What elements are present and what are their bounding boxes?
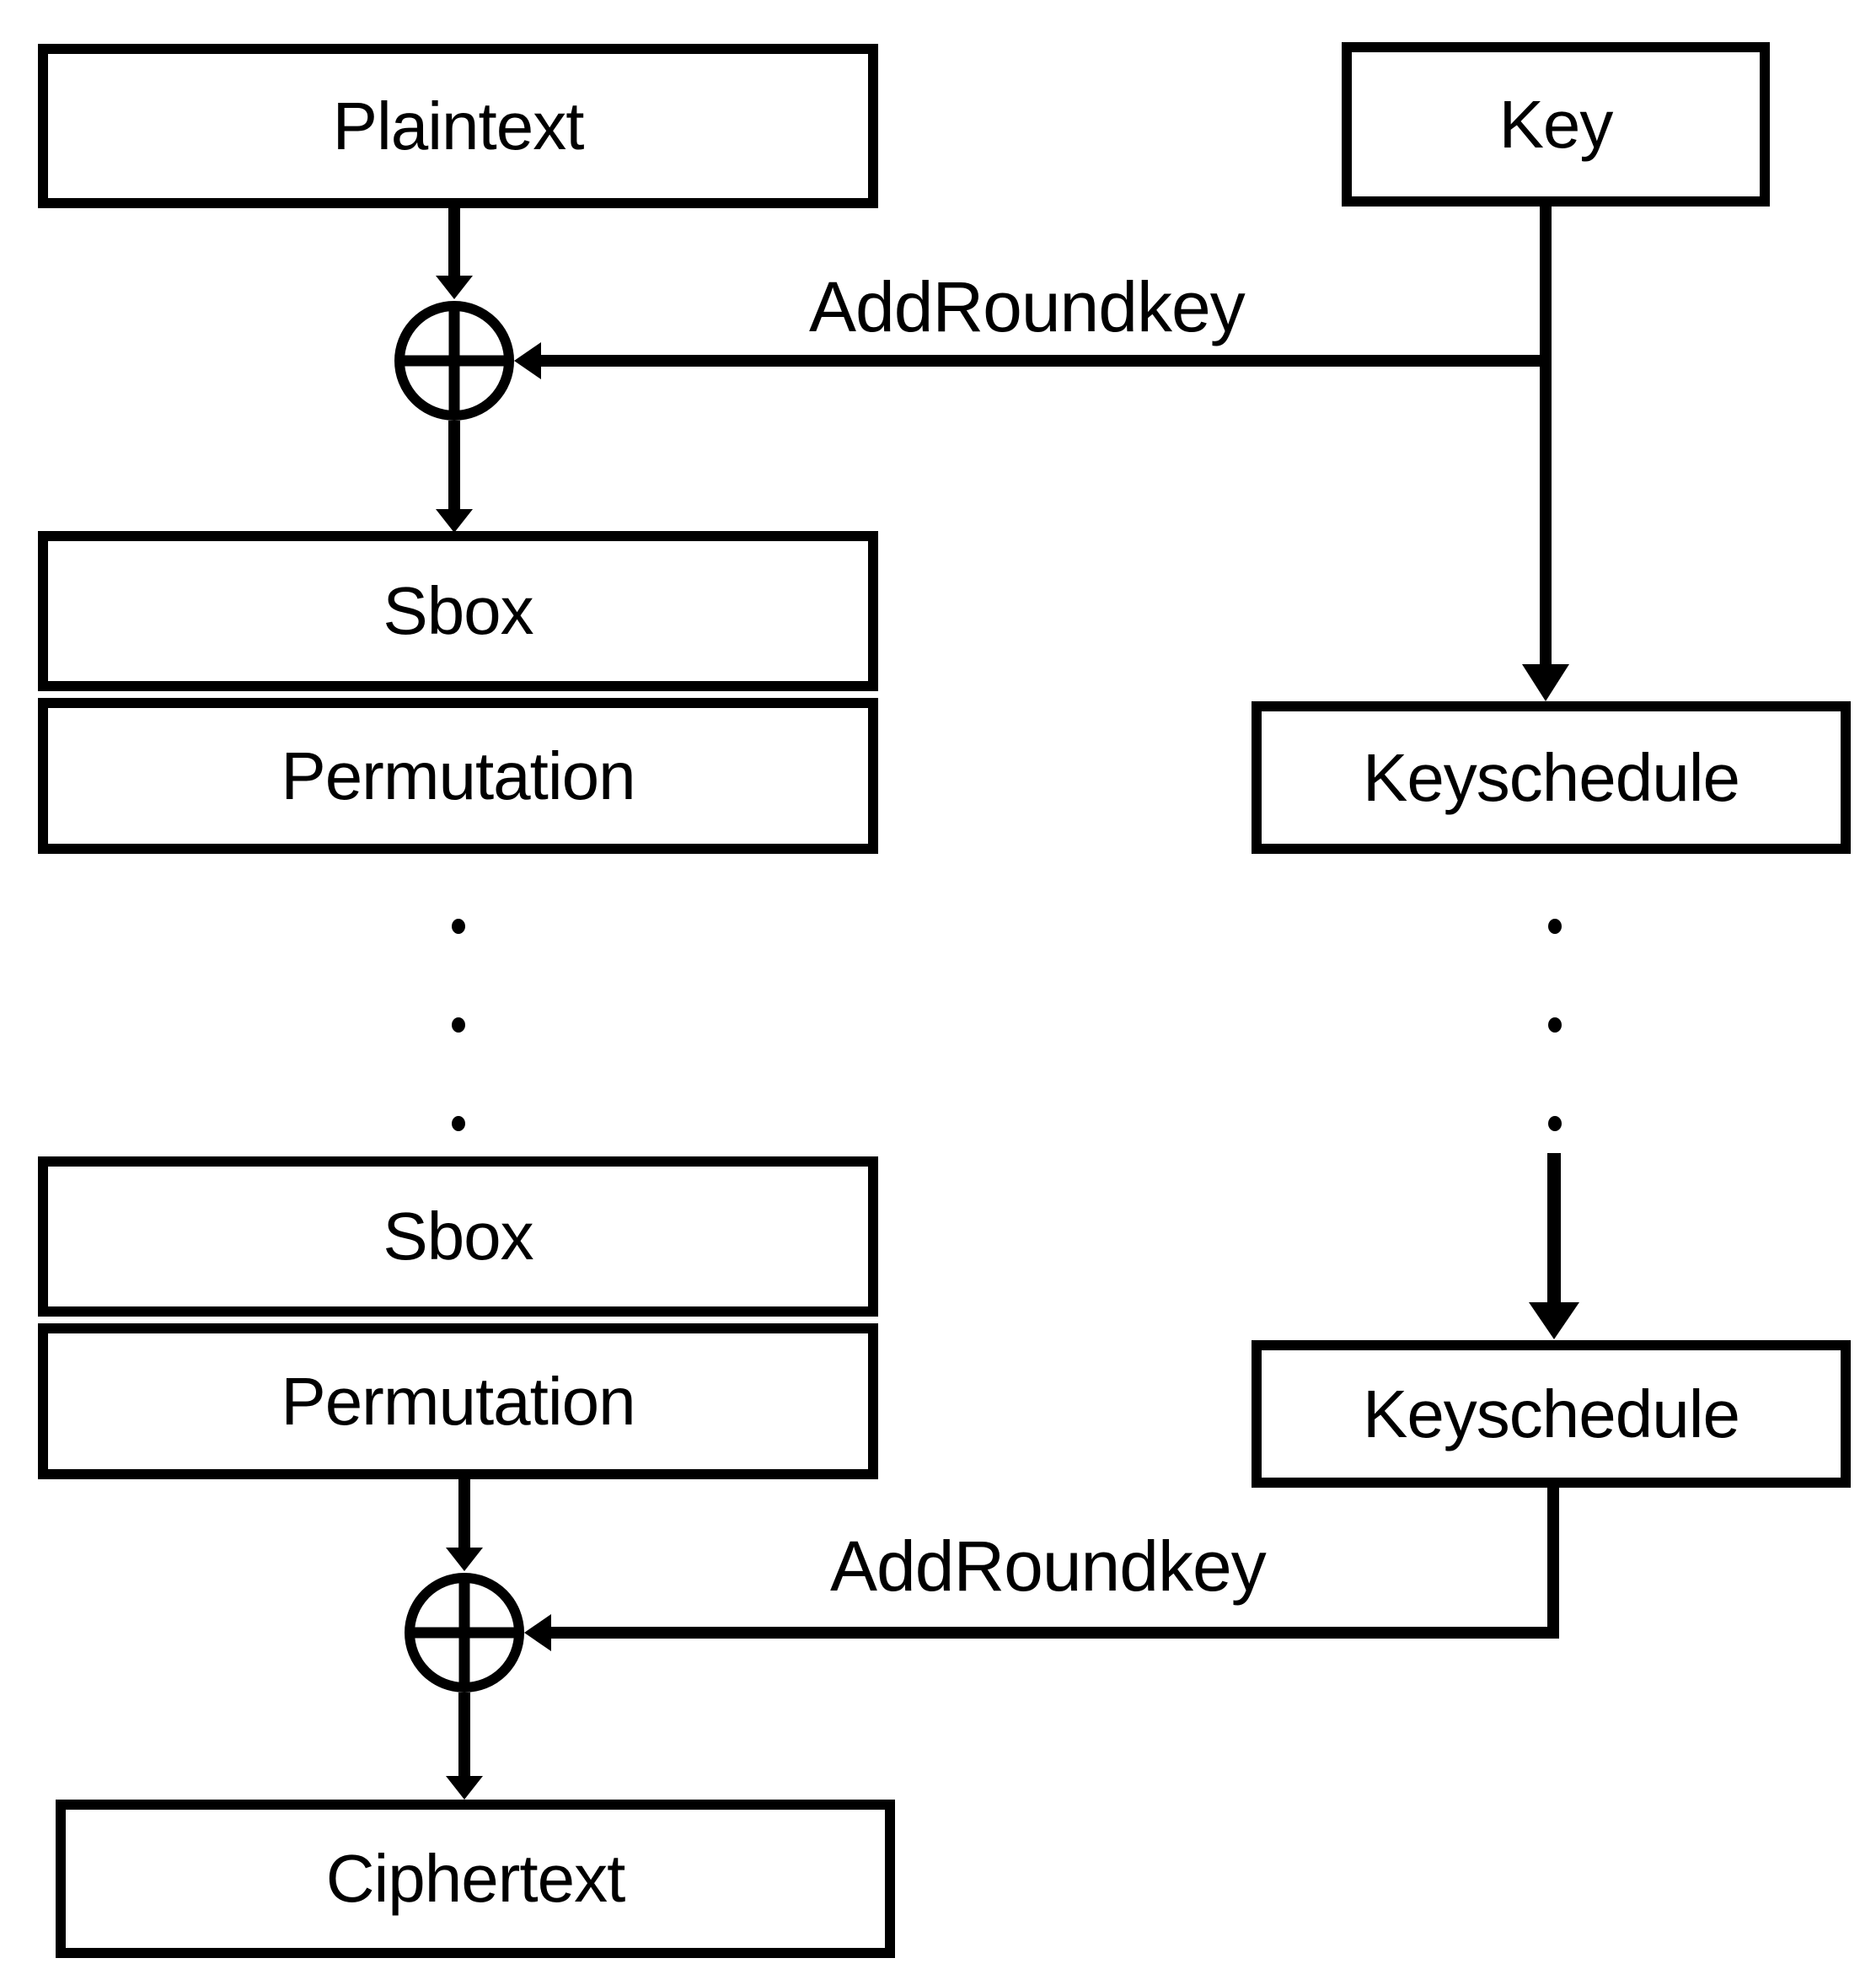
connector-keyschedule-final-elbow-vertical [1547, 1488, 1559, 1639]
ellipsis-dot-left-3 [452, 1116, 465, 1131]
arrowhead-down-into-xor-bottom-icon [446, 1548, 483, 1571]
plaintext-label: Plaintext [332, 88, 585, 164]
keyschedule-final-box: Keyschedule [1252, 1340, 1851, 1488]
xor-top-icon [394, 301, 514, 421]
ellipsis-dot-left-1 [452, 919, 465, 934]
arrowhead-left-into-xor-bottom-icon [524, 1614, 551, 1651]
connector-addroundkey-bottom [548, 1627, 1559, 1639]
permutation-round1-label: Permutation [281, 738, 635, 813]
sbox-round1-label: Sbox [383, 573, 533, 648]
xor-bottom-icon [405, 1573, 524, 1693]
sbox-final-box: Sbox [38, 1156, 878, 1317]
connector-xor-to-ciphertext [458, 1693, 470, 1776]
permutation-final-box: Permutation [38, 1323, 878, 1479]
ciphertext-box: Ciphertext [56, 1800, 895, 1958]
arrowhead-down-into-xor-top-icon [436, 276, 473, 299]
connector-xor-to-sbox-round1 [448, 421, 460, 509]
keyschedule-final-label: Keyschedule [1362, 1376, 1740, 1451]
ellipsis-dot-left-2 [452, 1017, 465, 1033]
keyschedule-round1-box: Keyschedule [1252, 701, 1851, 854]
sbox-final-label: Sbox [383, 1199, 533, 1274]
permutation-round1-box: Permutation [38, 698, 878, 854]
arrowhead-left-into-xor-top-icon [514, 342, 541, 379]
sbox-round1-box: Sbox [38, 531, 878, 691]
arrowhead-down-into-sbox-round1-icon [436, 509, 473, 533]
arrowhead-down-into-keyschedule-round1-icon [1522, 664, 1569, 701]
ellipsis-dot-right-2 [1548, 1017, 1562, 1033]
add-roundkey-label-bottom: AddRoundkey [830, 1526, 1267, 1606]
xor-top-horizontal-bar [401, 355, 507, 367]
plaintext-box: Plaintext [38, 44, 878, 208]
arrowhead-down-into-keyschedule-final-icon [1529, 1302, 1579, 1339]
xor-bottom-horizontal-bar [411, 1627, 517, 1639]
connector-dots-to-keyschedule-final [1547, 1153, 1561, 1305]
connector-permutation-final-to-xor [458, 1479, 470, 1548]
connector-key-to-keyschedule-round1 [1540, 207, 1552, 666]
connector-plaintext-to-xor [448, 208, 460, 276]
key-label: Key [1498, 86, 1614, 162]
connector-addroundkey-top [539, 355, 1547, 367]
permutation-final-label: Permutation [281, 1363, 635, 1439]
ciphertext-label: Ciphertext [325, 1841, 626, 1916]
ellipsis-dot-right-3 [1548, 1116, 1562, 1131]
arrowhead-down-into-ciphertext-icon [446, 1776, 483, 1800]
keyschedule-round1-label: Keyschedule [1362, 739, 1740, 815]
key-box: Key [1342, 42, 1770, 207]
add-roundkey-label-top: AddRoundkey [809, 267, 1246, 346]
ellipsis-dot-right-1 [1548, 919, 1562, 934]
